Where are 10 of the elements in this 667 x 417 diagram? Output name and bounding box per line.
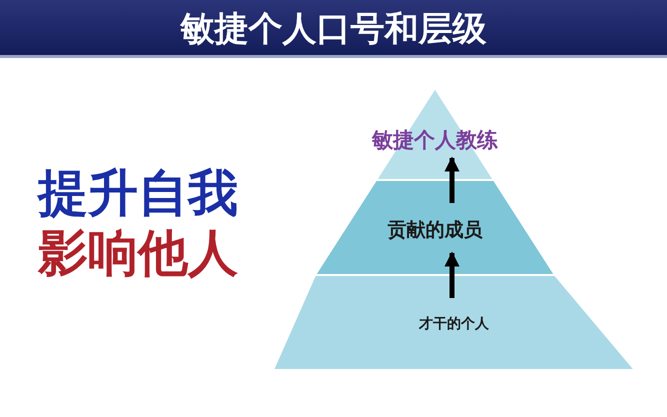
tier-label: 才干的个人	[418, 315, 490, 333]
arrow	[444, 252, 460, 298]
slogan-text: 提升自我	[38, 163, 238, 224]
tier-label: 贡献的成员	[386, 218, 484, 243]
pyramid-tier	[273, 275, 635, 370]
title-banner: 敏捷个人口号和层级	[0, 0, 667, 58]
tier-label: 敏捷个人教练	[370, 127, 499, 154]
pyramid-tier	[315, 180, 555, 275]
slogan-text: 影响他人	[38, 223, 238, 284]
arrow	[444, 156, 460, 203]
